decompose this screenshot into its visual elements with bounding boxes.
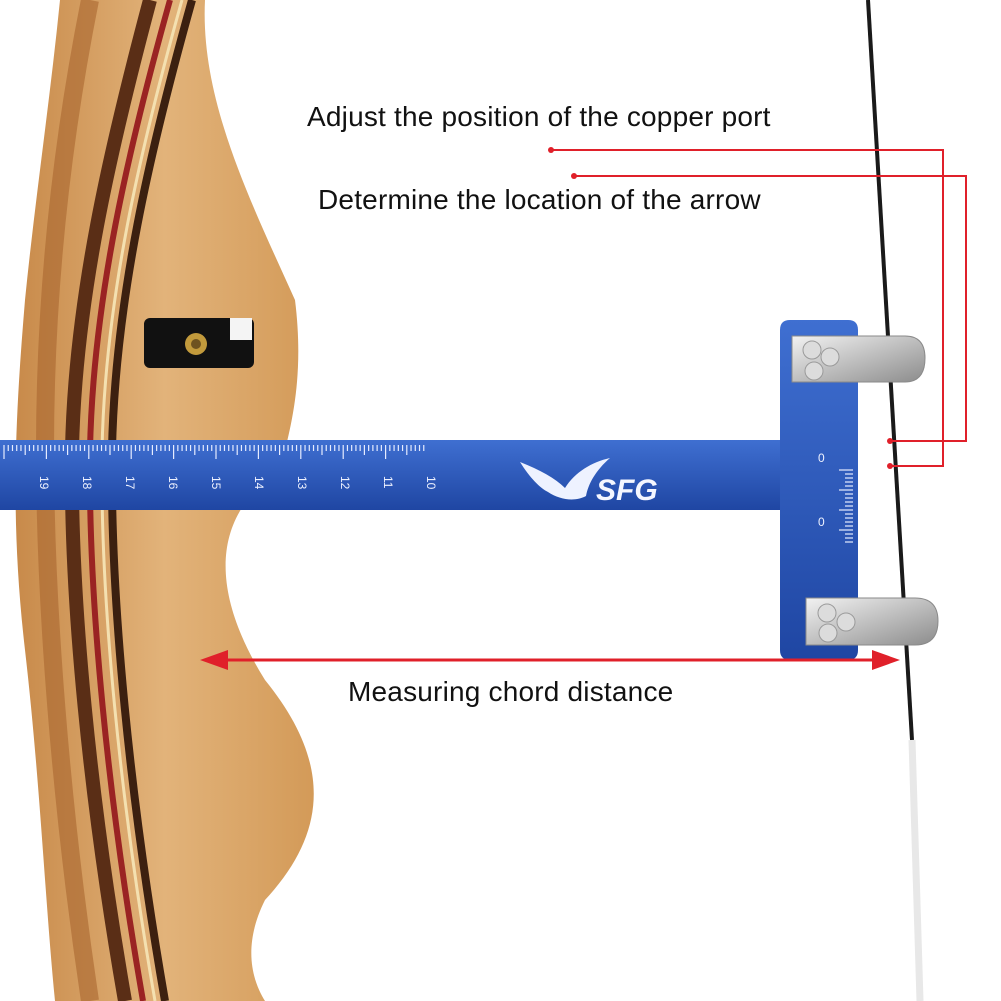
arrow-location-leader [571,173,967,444]
ruler-scale-number: 13 [295,476,309,490]
bird-logo-icon [520,458,610,500]
bottom-clip [805,597,939,646]
ruler-scale-number: 18 [80,476,94,490]
copper-port-leader [548,147,944,469]
side-mark-bottom: 0 [818,515,825,529]
arrow-location-annotation: Determine the location of the arrow [318,184,761,215]
ruler-scale-number: 14 [252,476,266,490]
bow-square-gauge [0,320,858,660]
ruler-ticks [3,445,425,459]
ruler-scale-number: 16 [166,476,180,490]
top-clip [791,335,926,383]
chord-distance-annotation: Measuring chord distance [348,676,674,707]
side-mark-top: 0 [818,451,825,465]
chord-distance-arrow [200,650,900,670]
ruler-scale-number: 12 [338,476,352,490]
ruler-scale-number: 19 [37,476,51,490]
copper-port-annotation: Adjust the position of the copper port [307,101,771,132]
brand-logo: SFG [596,474,658,507]
ruler-scale-number: 15 [209,476,223,490]
ruler-scale-number: 10 [424,476,438,490]
side-scale-ticks [839,469,853,543]
ruler-scale-number: 17 [123,476,137,490]
ruler-scale-number: 11 [381,476,395,489]
ruler-scale-numbers: 19 18 17 16 15 14 13 12 11 10 [37,476,438,490]
copper-port-insert [144,318,254,368]
